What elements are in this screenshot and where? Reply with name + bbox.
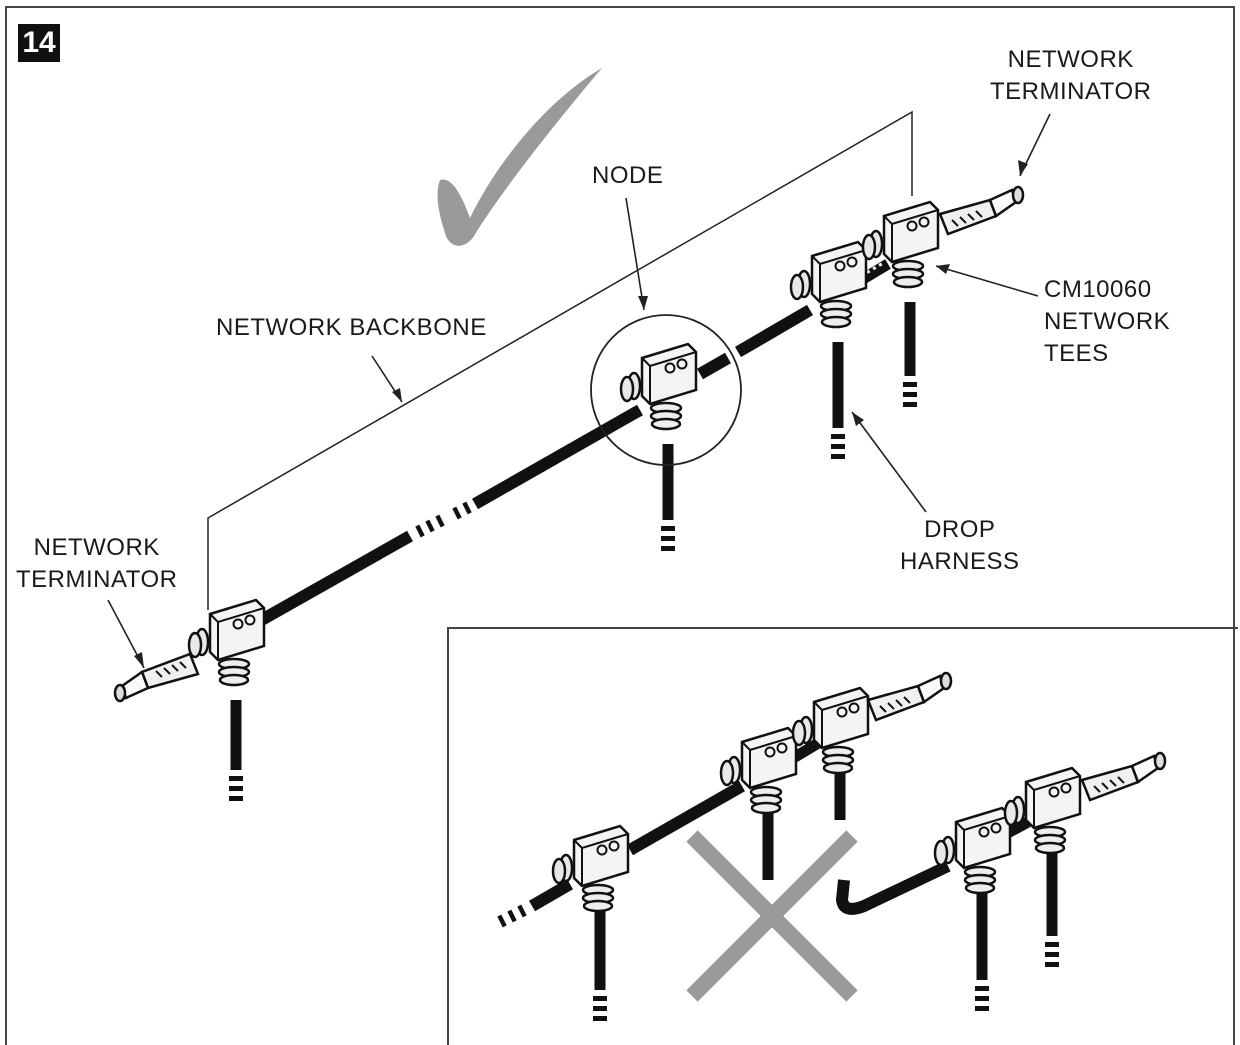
label-network-backbone: NETWORK BACKBONE xyxy=(216,314,487,341)
x-mark-icon xyxy=(686,830,858,1002)
backbone-bracket xyxy=(207,110,913,610)
arrowheads xyxy=(134,160,1028,668)
terminator-right xyxy=(938,185,1025,236)
label-node: NODE xyxy=(592,162,664,189)
label-terminator-right: NETWORK TERMINATOR xyxy=(990,46,1152,105)
checkmark-icon xyxy=(437,68,602,246)
leader-lines xyxy=(107,113,1051,669)
incorrect-inset xyxy=(447,627,1238,1045)
label-network-tees: CM10060 NETWORK TEES xyxy=(1044,276,1171,367)
label-drop-harness: DROP HARNESS xyxy=(900,516,1020,575)
node-circle xyxy=(590,314,742,466)
drop-cables xyxy=(229,302,917,801)
terminator-left xyxy=(113,652,200,703)
tee-left xyxy=(187,598,266,687)
step-number-badge: 14 xyxy=(18,24,60,62)
label-terminator-left: NETWORK TERMINATOR xyxy=(16,534,178,593)
outer-frame xyxy=(5,6,1235,1045)
